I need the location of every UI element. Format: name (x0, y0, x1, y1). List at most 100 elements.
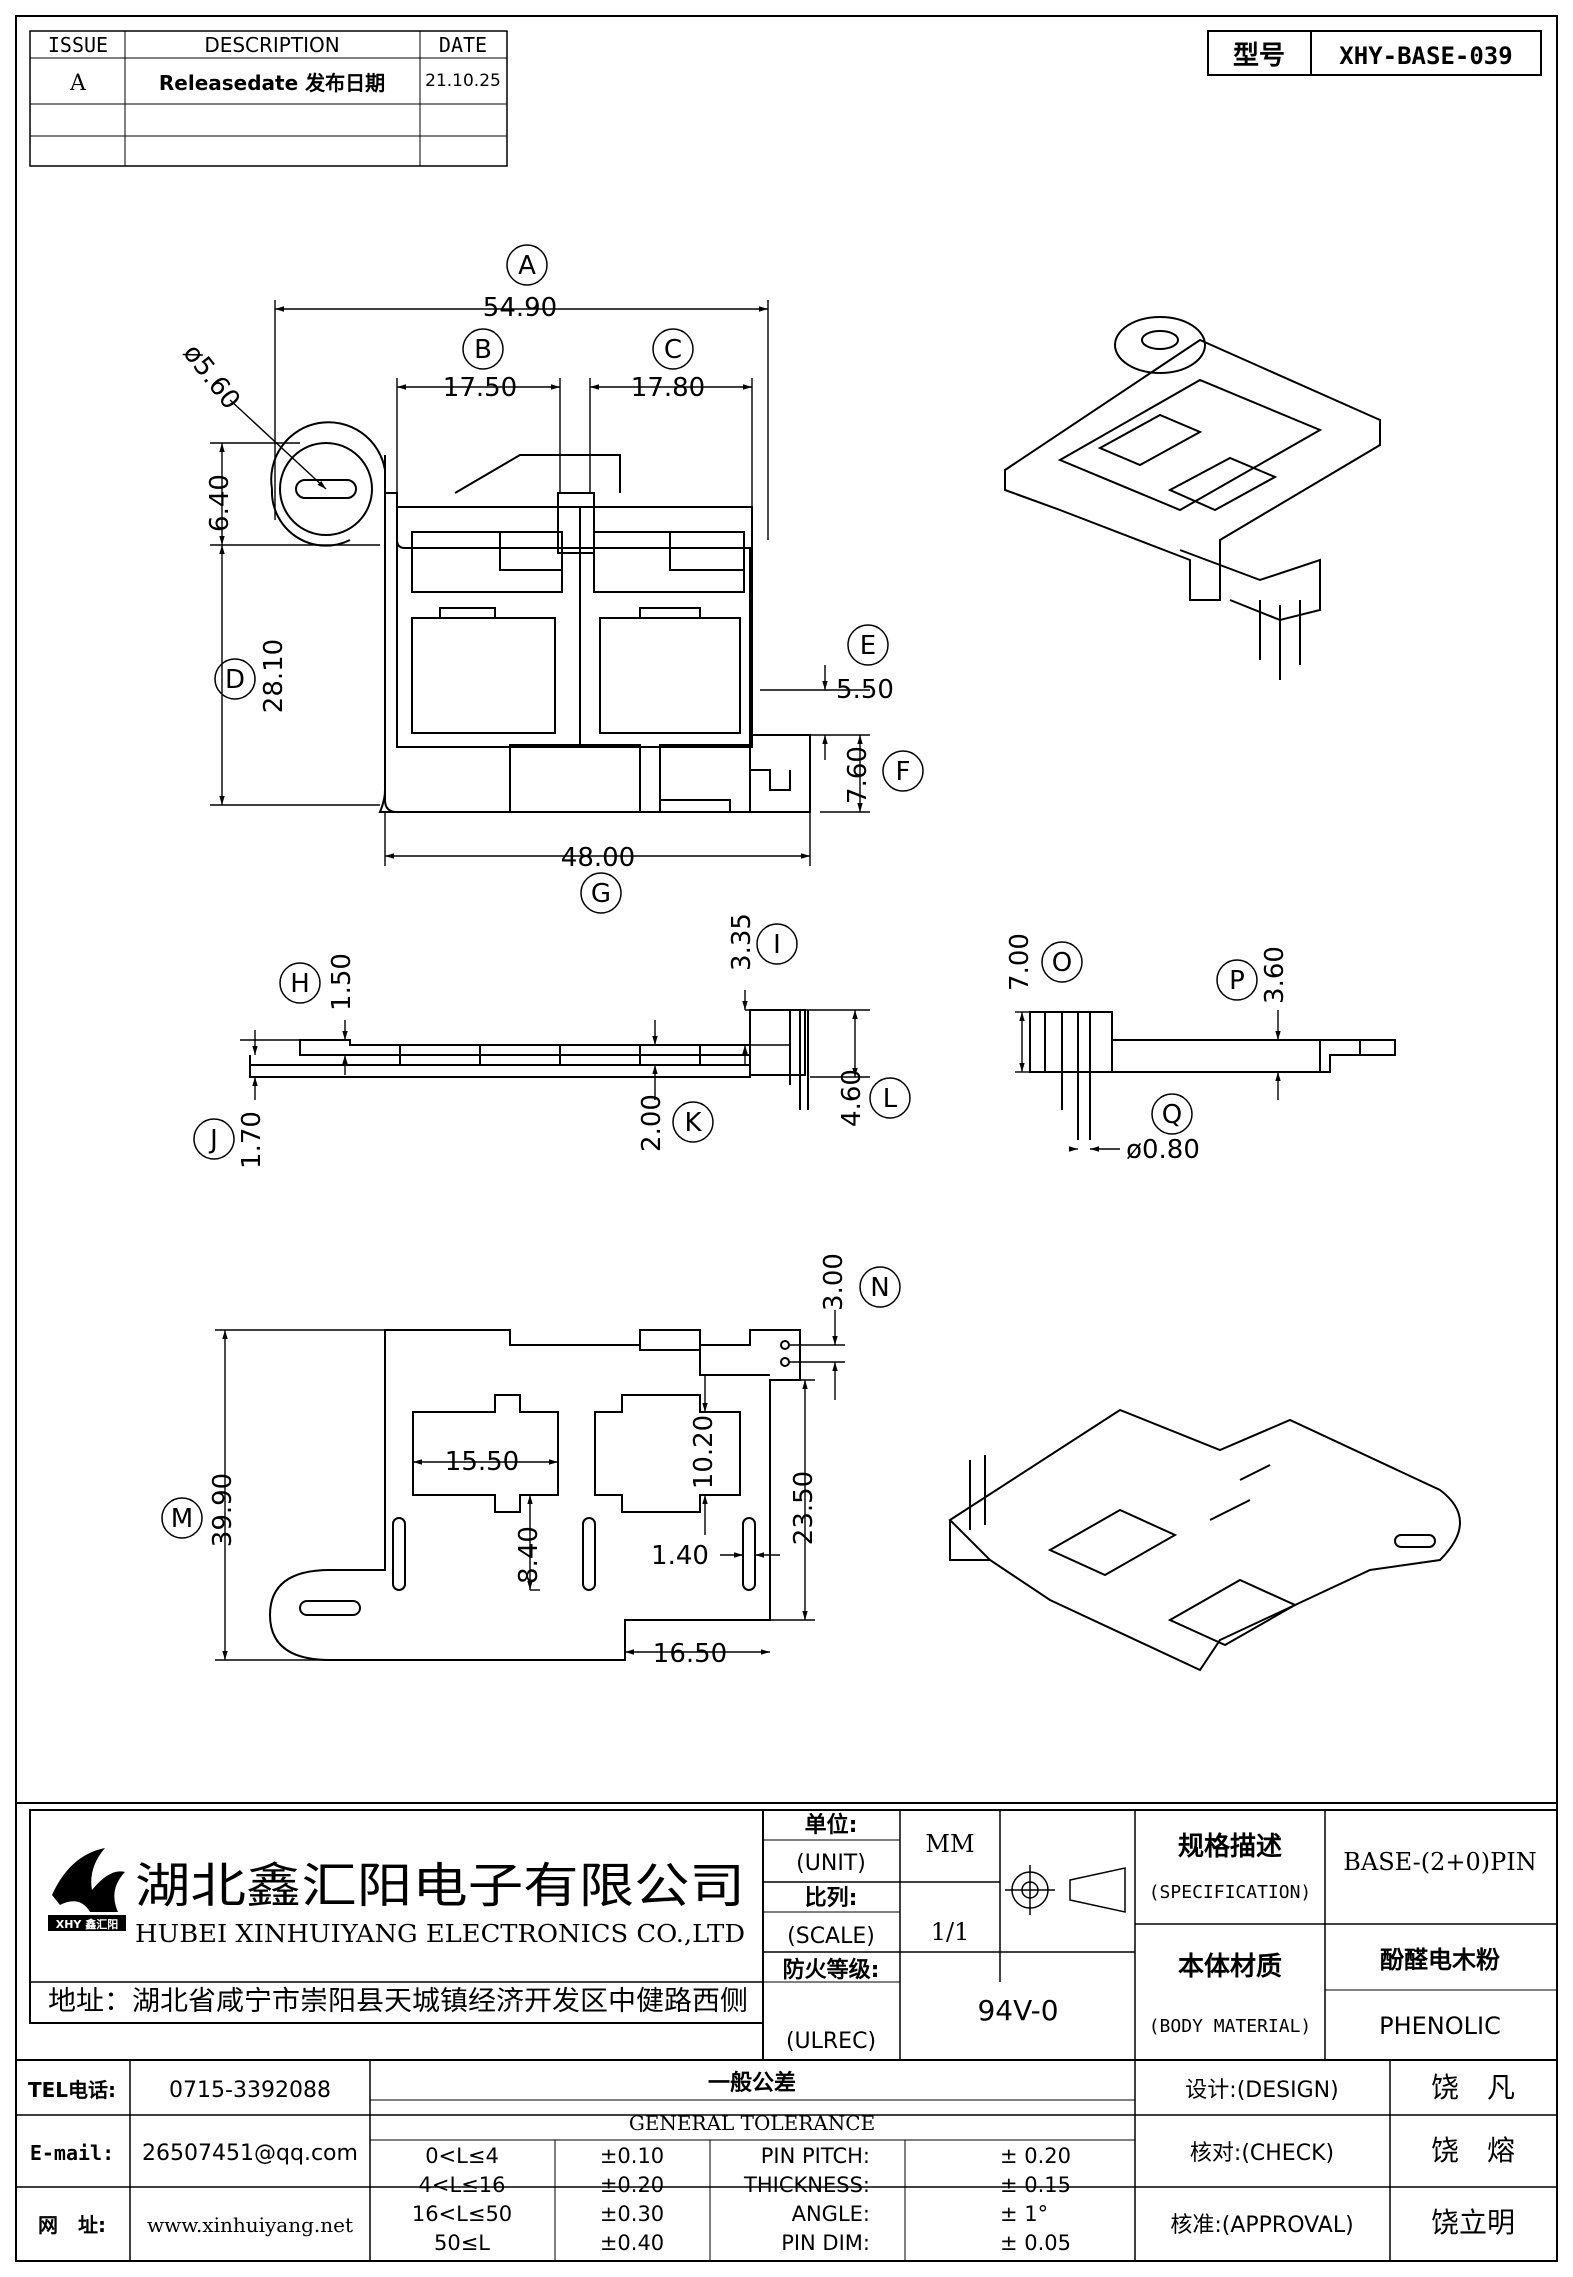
balloon-m: M (161, 1497, 203, 1539)
scale-label-en: (SCALE) (787, 1924, 875, 1949)
balloon-label: P (1229, 966, 1245, 996)
dim-E: 5.50 (836, 675, 894, 705)
balloon-label: J (208, 1125, 218, 1155)
dim-window-width: 15.50 (445, 1447, 519, 1477)
material-label-cn: 本体材质 (1178, 1952, 1282, 1982)
spec-label-en: (SPECIFICATION) (1149, 1882, 1312, 1903)
balloon-n: N (859, 1266, 901, 1308)
revision-table: ISSUE DESCRIPTION DATE A Releasedate 发布日… (29, 30, 508, 167)
dim-O: 7.00 (1005, 933, 1035, 991)
balloon-label: F (896, 757, 911, 787)
tolerance-title-en: GENERAL TOLERANCE (629, 2111, 875, 2135)
dim-K: 2.00 (637, 1094, 667, 1152)
dim-slot-width: 1.40 (651, 1541, 709, 1571)
approval-label: 核对:(CHECK) (1190, 2141, 1334, 2166)
material-label-en: (BODY MATERIAL) (1149, 2016, 1312, 2037)
tol-item: ANGLE: (792, 2202, 870, 2226)
balloon-label: G (591, 879, 611, 909)
tol-item-value: ± 1° (1000, 2202, 1048, 2226)
model-number: XHY-BASE-039 (1339, 42, 1512, 70)
balloon-label: O (1052, 948, 1072, 978)
balloon-c: C (652, 328, 694, 370)
email-value: 26507451@qq.com (142, 2141, 358, 2166)
balloon-label: H (290, 969, 310, 999)
approval-name: 饶 熔 (1431, 2134, 1515, 2167)
tol-item: PIN PITCH: (761, 2144, 870, 2168)
balloon-label: A (518, 251, 536, 281)
side-view (249, 1009, 809, 1110)
tel-label: TEL电话: (28, 2078, 116, 2102)
sheet-border (15, 15, 1558, 2262)
bottom-view (268, 1329, 801, 1661)
approval-label: 设计:(DESIGN) (1185, 2078, 1338, 2103)
balloon-g: G (580, 872, 622, 914)
balloon-label: I (773, 930, 781, 960)
balloon-b: B (462, 328, 504, 370)
balloon-label: C (664, 335, 682, 365)
tol-range: 4<L≤16 (419, 2173, 506, 2197)
dim-D: 28.10 (259, 639, 289, 713)
tol-range: 16<L≤50 (412, 2202, 512, 2226)
dimension-labels: 54.90 17.50 17.80 ø5.60 6.40 28.10 5.50 … (177, 293, 1290, 1669)
dim-I: 3.35 (727, 913, 757, 971)
email-label: E-mail: (30, 2141, 114, 2165)
dim-B: 17.50 (443, 373, 517, 403)
tol-item: PIN DIM: (781, 2231, 870, 2255)
balloon-label: E (860, 631, 876, 661)
top-view-dimensions (210, 300, 870, 866)
tol-range: 0<L≤4 (425, 2144, 499, 2168)
balloon-i: I (756, 923, 798, 965)
tolerance-title-cn: 一般公差 (708, 2070, 796, 2096)
web-value: www.xinhuiyang.net (147, 2213, 353, 2237)
balloon-label: L (883, 1084, 898, 1114)
material-value-cn: 酚醛电木粉 (1380, 1946, 1500, 1974)
balloon-l: L (869, 1077, 911, 1119)
balloon-h: H (279, 962, 321, 1004)
approval-name: 饶立明 (1431, 2206, 1515, 2239)
dim-G: 48.00 (561, 843, 635, 873)
tol-value: ±0.10 (600, 2144, 664, 2168)
rev-header-description: DESCRIPTION (204, 33, 339, 57)
company-name-en: HUBEI XINHUIYANG ELECTRONICS CO.,LTD (135, 1920, 745, 1948)
dim-F: 7.60 (843, 746, 873, 804)
tol-item-value: ± 0.15 (1000, 2173, 1071, 2197)
bottom-view-dimensions (215, 1310, 845, 1661)
rev-header-date: DATE (439, 33, 487, 57)
balloon-label: K (684, 1108, 702, 1138)
dim-M: 39.90 (208, 1473, 238, 1547)
approval-name: 饶 凡 (1431, 2071, 1515, 2104)
logo-text: XHY 鑫汇阳 (56, 1917, 118, 1931)
top-view (270, 421, 811, 813)
balloon-f: F (882, 750, 924, 792)
dim-H: 1.50 (327, 953, 357, 1011)
tol-value: ±0.30 (600, 2202, 664, 2226)
balloon-label: M (171, 1504, 193, 1534)
projection-symbol-icon (1005, 1865, 1126, 1915)
fire-label-cn: 防火等级: (783, 1957, 880, 1983)
end-view (1029, 1011, 1396, 1140)
scale-value: 1/1 (931, 1918, 970, 1946)
tol-item-value: ± 0.05 (1000, 2231, 1071, 2255)
dim-P: 3.60 (1260, 946, 1290, 1004)
balloon-a: A (506, 244, 548, 286)
dim-slot-offset: 8.40 (514, 1526, 544, 1584)
rev-header-issue: ISSUE (48, 33, 108, 57)
side-view-dimensions (240, 990, 870, 1100)
dim-hole-offset: 6.40 (205, 474, 235, 532)
end-view-dimensions (1015, 1010, 1281, 1152)
company-address: 地址：湖北省咸宁市崇阳县天城镇经济开发区中健路西侧 (48, 1986, 748, 2017)
rev-date-value: 21.10.25 (425, 71, 501, 91)
dim-hole-diameter: ø5.60 (177, 339, 246, 416)
balloon-e: E (847, 624, 889, 666)
dim-tab-width: 16.50 (653, 1639, 727, 1669)
material-value-en: PHENOLIC (1379, 2012, 1501, 2040)
dim-Q: ø0.80 (1126, 1135, 1200, 1165)
dim-C: 17.80 (631, 373, 705, 403)
approval-rows: 设计:(DESIGN)饶 凡核对:(CHECK)饶 熔核准:(APPROVAL)… (1170, 2071, 1515, 2239)
balloon-d: D (214, 658, 256, 700)
tol-item-value: ± 0.20 (1000, 2144, 1071, 2168)
spec-label-cn: 规格描述 (1178, 1831, 1282, 1862)
tel-value: 0715-3392088 (169, 2078, 331, 2103)
